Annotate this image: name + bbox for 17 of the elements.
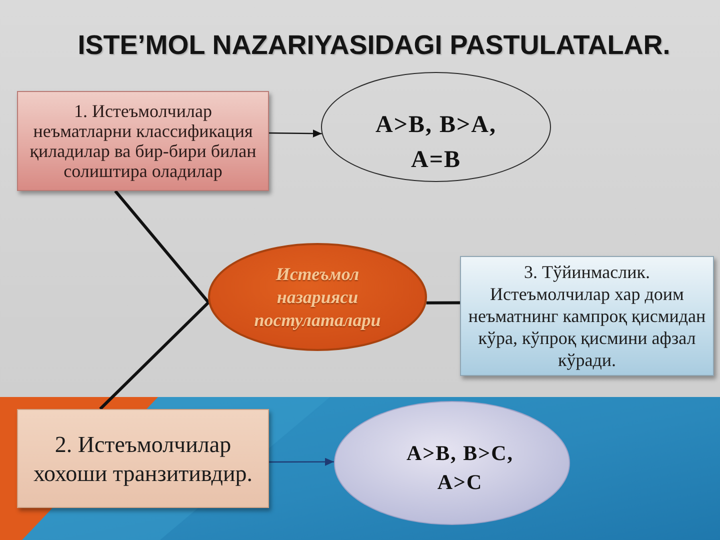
postulate-text: 3. Тўйинмаслик. Истеъмолчилар хар доим неъматнинг кампроқ қисмидан кўра, кўпроқ қисмини афзал кўради.	[467, 261, 707, 371]
relation-text: A>B, B>A, A=B	[374, 111, 498, 175]
arrow	[269, 130, 322, 138]
connector-line	[99, 301, 210, 410]
connector-line	[426, 301, 460, 304]
example-ellipse	[334, 401, 570, 525]
example-ellipse	[321, 72, 551, 182]
title: ISTE’MOL NAZARIYASIDAGI PASTULATALAR.	[78, 29, 670, 61]
postulate-box	[17, 409, 269, 508]
connector-line	[114, 190, 210, 304]
postulate-text: 2. Истеъмолчилар хохоши транзитивдир.	[32, 430, 254, 488]
relation-text: A>B, B>C, A>C	[405, 440, 515, 496]
central-label: Истеъмол назарияси постулаталари	[253, 262, 382, 332]
arrow	[269, 458, 334, 466]
postulate-box	[17, 91, 269, 191]
postulate-text: 1. Истеъмолчилар неъматларни классификация қиладилар ва бир-бири билан солиштира оладилар	[28, 101, 258, 181]
central-ellipse	[208, 243, 427, 351]
